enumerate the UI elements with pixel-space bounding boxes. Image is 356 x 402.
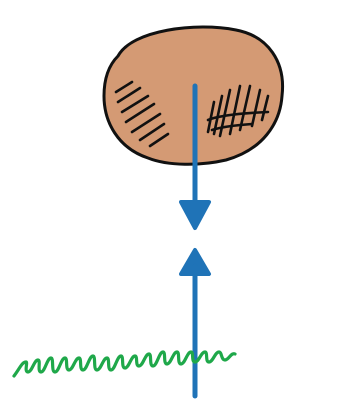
grass-icon <box>14 352 235 376</box>
reaction-force-arrow <box>181 250 209 396</box>
weight-arrowhead <box>181 202 209 228</box>
